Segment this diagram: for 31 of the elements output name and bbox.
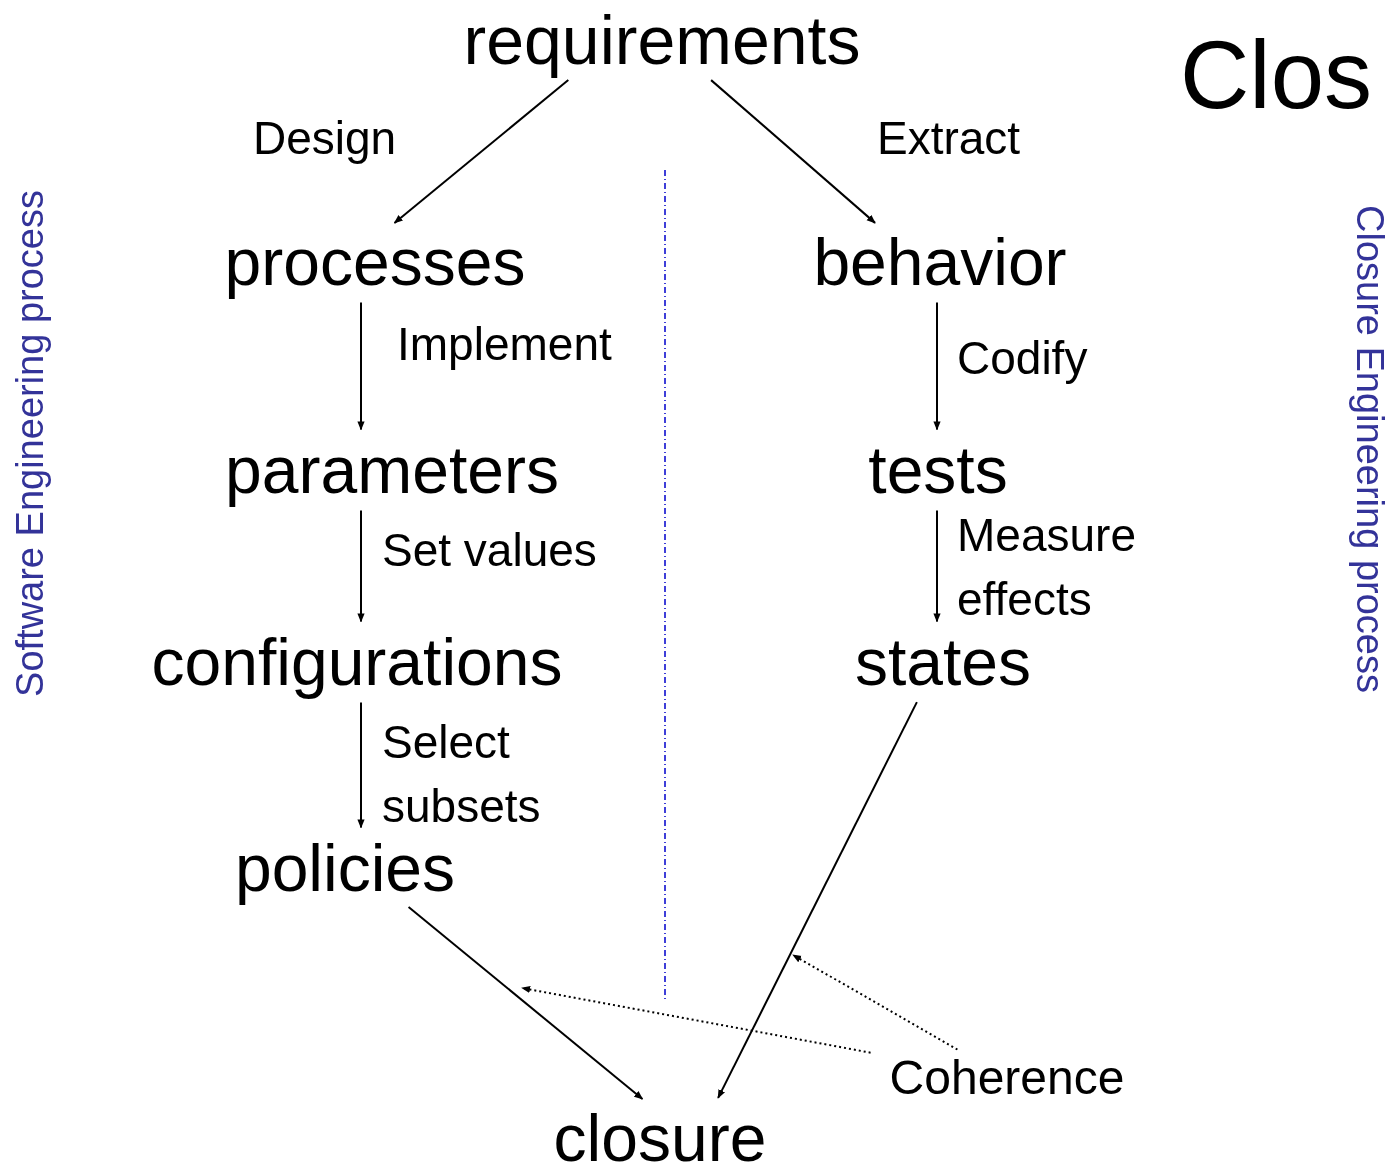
arrow — [393, 79, 570, 224]
side-label: Closure Engineering process — [1348, 205, 1390, 693]
term-label: parameters — [199, 433, 585, 507]
arrow — [357, 509, 365, 623]
arrow — [357, 701, 365, 829]
term-label: configurations — [122, 625, 592, 699]
term-label: requirements — [442, 2, 882, 78]
term-label: tests — [858, 433, 1018, 507]
edge-label: Select subsets — [382, 715, 542, 834]
term-label: behavior — [795, 225, 1085, 299]
edge-label: Implement — [397, 317, 613, 372]
edge-label: Extract — [877, 111, 1022, 166]
term-label: policies — [217, 831, 473, 905]
edge-label: Codify — [957, 331, 1089, 386]
edge-label: Measure effects — [957, 508, 1137, 627]
side-label: Software Engineering process — [10, 190, 52, 697]
arrow — [933, 509, 941, 623]
arrow — [933, 301, 941, 431]
term-label: processes — [202, 225, 548, 299]
arrow — [407, 906, 644, 1100]
term-label: Coherence — [874, 1051, 1140, 1105]
arrow — [710, 79, 877, 224]
leader-arrow — [792, 954, 959, 1051]
arrow — [717, 701, 918, 1099]
edge-label: Set values — [382, 523, 598, 578]
term-label: states — [843, 625, 1043, 699]
term-label: closure — [537, 1101, 783, 1170]
edge-label: Design — [253, 111, 398, 166]
title: Clos — [1180, 22, 1373, 128]
arrow — [357, 301, 365, 431]
leader-arrow — [521, 985, 872, 1054]
